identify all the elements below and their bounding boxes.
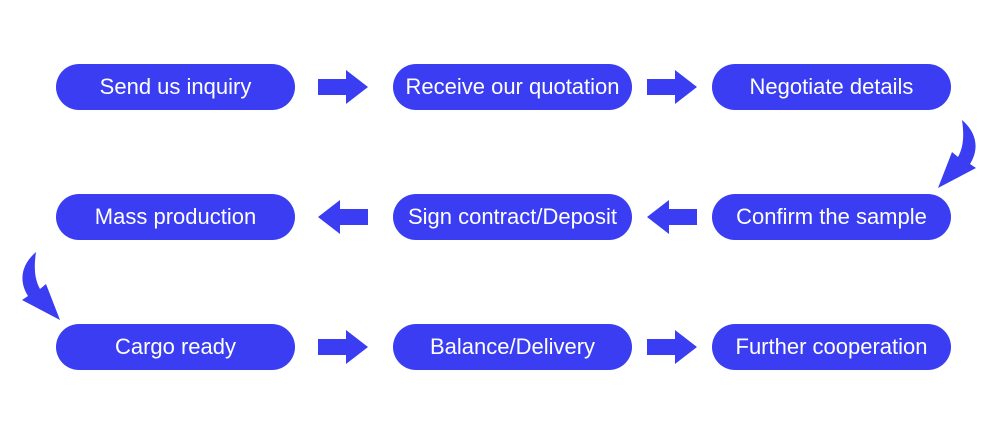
left-arrow-icon [318, 200, 368, 234]
step-negotiate-details: Negotiate details [712, 64, 951, 110]
right-arrow-icon [318, 330, 368, 364]
step-mass-production: Mass production [56, 194, 295, 240]
step-cargo-ready: Cargo ready [56, 324, 295, 370]
step-further-cooperation: Further cooperation [712, 324, 951, 370]
curved-down-arrow-icon [938, 120, 976, 188]
left-arrow-icon [647, 200, 697, 234]
step-confirm-sample: Confirm the sample [712, 194, 951, 240]
step-receive-quotation: Receive our quotation [393, 64, 632, 110]
right-arrow-icon [647, 70, 697, 104]
curved-down-arrow-icon [22, 252, 60, 320]
step-sign-contract: Sign contract/Deposit [393, 194, 632, 240]
step-balance-delivery: Balance/Delivery [393, 324, 632, 370]
right-arrow-icon [647, 330, 697, 364]
step-send-inquiry: Send us inquiry [56, 64, 295, 110]
right-arrow-icon [318, 70, 368, 104]
